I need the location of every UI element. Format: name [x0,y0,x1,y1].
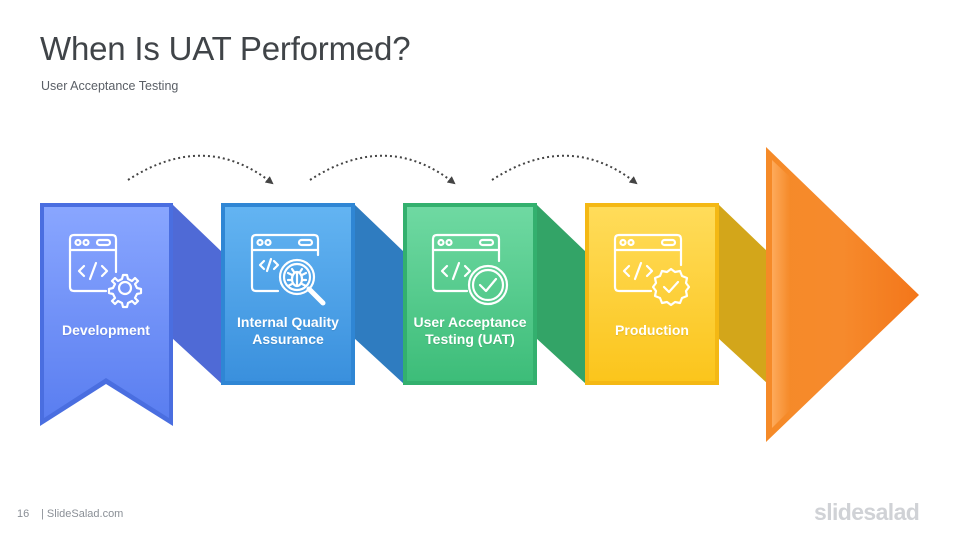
code-window-badge-check-icon [613,233,691,307]
step-internal-qa [221,203,355,385]
step-production [585,203,719,385]
connector-fold-3 [536,204,586,384]
connector-fold-2 [354,204,404,384]
brand-logo: slidesalad [814,499,920,525]
page-number: 16 [17,508,30,520]
slide-subtitle: User Acceptance Testing [41,79,179,93]
step-development [40,203,173,426]
flow-arrow-3 [491,154,638,185]
connector-fold-4 [718,204,768,384]
code-window-checkmark-icon [431,233,509,306]
step-label-uat: User Acceptance Testing (UAT) [413,314,527,347]
connector-fold-1 [172,204,222,384]
code-window-bug-search-icon [250,233,326,306]
flow-arrow-2 [309,154,456,185]
process-arrowhead [766,147,919,442]
code-window-gear-icon [68,233,143,309]
slide-title: When Is UAT Performed? [40,30,411,67]
step-uat [403,203,537,385]
step-label-development: Development [62,322,150,338]
footer-brand: | SlideSalad.com [41,508,124,520]
flow-arrow-1 [127,154,274,185]
step-label-production: Production [615,322,689,338]
step-label-internal-qa: Internal Quality Assurance [237,314,339,347]
